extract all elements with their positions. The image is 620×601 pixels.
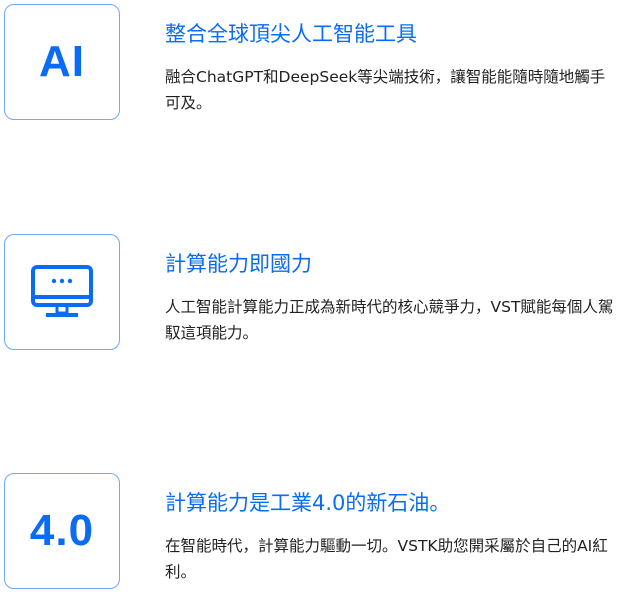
feature-description: 在智能時代，計算能力驅動一切。VSTK助您開采屬於自己的AI紅利。 [165,537,608,581]
monitor-icon [4,234,120,350]
industry-4-icon: 4.0 [4,473,120,589]
feature-card-ai-tools: AI 整合全球頂尖人工智能工具 融合ChatGPT和DeepSeek等尖端技術，… [0,4,620,124]
feature-title: 計算能力是工業4.0的新石油。 [165,491,451,515]
feature-title: 整合全球頂尖人工智能工具 [165,22,417,46]
feature-description: 人工智能計算能力正成為新時代的核心競爭力，VST賦能每個人駕馭這項能力。 [165,298,614,342]
ai-text-icon: AI [4,4,120,120]
feature-card-industry-4: 4.0 計算能力是工業4.0的新石油。 在智能時代，計算能力驅動一切。VSTK助… [0,473,620,593]
feature-description: 融合ChatGPT和DeepSeek等尖端技術，讓智能能隨時隨地觸手可及。 [165,68,606,112]
feature-card-computing-power: 計算能力即國力 人工智能計算能力正成為新時代的核心競爭力，VST賦能每個人駕馭這… [0,234,620,354]
feature-title: 計算能力即國力 [165,252,312,276]
